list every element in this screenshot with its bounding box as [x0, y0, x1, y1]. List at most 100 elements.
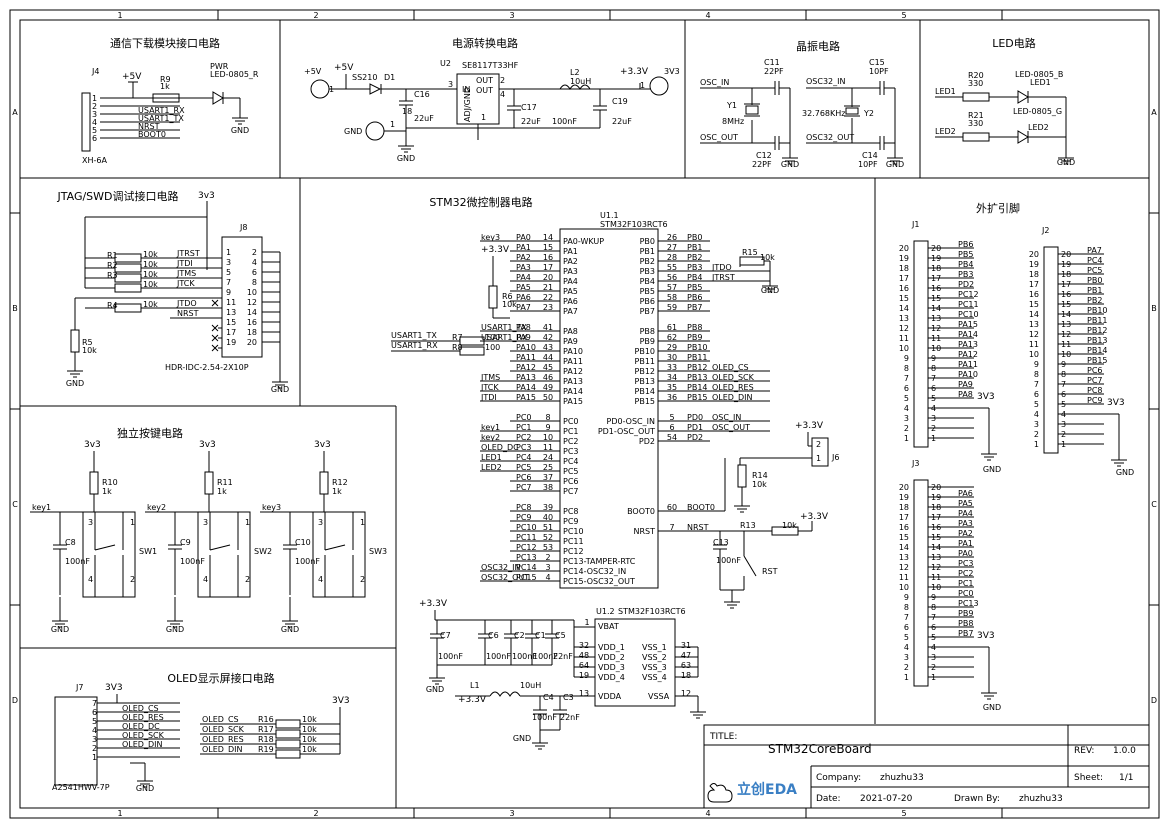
- mcu-pin-net: PD0: [687, 413, 703, 422]
- net-label: OLED_SCK: [712, 373, 755, 382]
- vcc-label: 3V3: [977, 392, 995, 402]
- pin-num: 18: [681, 671, 691, 680]
- mcu-pin-num: 6: [669, 423, 674, 432]
- header-net: PA13: [958, 340, 978, 349]
- date-value: 2021-07-20: [860, 794, 913, 804]
- j8-pin: 11: [226, 298, 236, 307]
- header-net: PB15: [1087, 356, 1108, 365]
- r-val: 100: [485, 333, 500, 342]
- net-label: JTDI: [480, 393, 497, 402]
- vcc-label: +3.3V: [795, 421, 824, 431]
- j8-pin: 18: [247, 328, 257, 337]
- r7: [459, 336, 485, 346]
- cap-ref: C3: [563, 693, 574, 702]
- header-net: PA9: [958, 380, 973, 389]
- header-net: PB8: [958, 619, 973, 628]
- header-pin: 15: [899, 294, 909, 303]
- switch-box: [82, 511, 136, 598]
- mcu-pin-name: PB9: [640, 337, 655, 346]
- header-pin: 5: [904, 394, 909, 403]
- mcu-pin-name: PB11: [635, 357, 656, 366]
- cap-ref: C17: [521, 103, 537, 112]
- outer-frame: [9, 9, 1160, 819]
- section-title-ext: 外扩引脚: [976, 201, 1020, 215]
- key-resistor: [319, 471, 329, 495]
- net-label: JTCK: [480, 383, 499, 392]
- header-pin: 4: [904, 643, 909, 652]
- net-label: USART1_RX: [138, 106, 185, 115]
- mcu-pin-num: 43: [543, 343, 553, 352]
- header-net: PC6: [1087, 366, 1103, 375]
- j8-pin: 2: [252, 248, 257, 257]
- header-pin: 5: [904, 633, 909, 642]
- grid-col-label: 1: [117, 11, 122, 20]
- header-pin: 8: [904, 603, 909, 612]
- mcu-pin-num: 20: [543, 273, 553, 282]
- header-pin: 10: [899, 583, 909, 592]
- header-pin: 18: [899, 503, 909, 512]
- r-ref: R4: [107, 301, 118, 310]
- r-val: 10k: [143, 280, 158, 289]
- mcu-pin-name: PB8: [640, 327, 655, 336]
- sw-ref: SW3: [369, 547, 387, 556]
- mcu-pin-num: 34: [667, 373, 677, 382]
- mcu-pin-net: PC9: [516, 513, 532, 522]
- j4-pin: 4: [92, 118, 97, 127]
- header-net: PC13: [958, 599, 979, 608]
- mcu-pin-net: PC8: [516, 503, 532, 512]
- mcu-pin-name: PA14: [563, 387, 583, 396]
- header-net: PA7: [1087, 246, 1102, 255]
- mcu-pin-net: PB7: [687, 303, 702, 312]
- r-val: 10k: [82, 346, 97, 355]
- led-ref: PWR: [210, 62, 229, 71]
- header-pin: 18: [899, 264, 909, 273]
- pin-num: 1: [130, 518, 135, 527]
- mcu-pin-name: PA3: [563, 267, 578, 276]
- j7-body: [54, 696, 98, 786]
- header-net: PB14: [1087, 346, 1108, 355]
- section-title-jtag: JTAG/SWD调试接口电路: [57, 190, 179, 203]
- mcu-pin-net: PB11: [687, 353, 708, 362]
- mcu-pin-name: PC3: [563, 447, 579, 456]
- grid-col-label: 2: [313, 809, 318, 818]
- mcu-pin-num: 44: [543, 353, 553, 362]
- gnd-label: GND: [66, 379, 84, 388]
- j8-body: [221, 236, 263, 358]
- mcu-pin-num: 35: [667, 383, 677, 392]
- net-label: OLED_RES: [202, 735, 244, 744]
- cap-ref: C9: [180, 538, 191, 547]
- r-val: 330: [968, 119, 983, 128]
- pin-num: 48: [579, 651, 589, 660]
- net-label: JTRST: [711, 273, 735, 282]
- grid-col-label: 3: [509, 11, 514, 20]
- header-pin: 16: [899, 523, 909, 532]
- r14: [737, 464, 747, 488]
- pin-num: 32: [579, 641, 589, 650]
- mcu-pin-num: 58: [667, 293, 677, 302]
- header-net: PB4: [958, 260, 973, 269]
- mcu-pin-name: PC13-TAMPER-RTC: [563, 557, 636, 566]
- mcu-pin-num: 3: [545, 563, 550, 572]
- grid-row-label: B: [12, 304, 18, 313]
- cap-ref: C12: [756, 151, 772, 160]
- j1-ref: J1: [911, 220, 919, 229]
- section-title-mcu: STM32微控制器电路: [429, 195, 532, 209]
- header-net: PB11: [1087, 316, 1108, 325]
- header-pin: 4: [904, 404, 909, 413]
- header-net: PB13: [1087, 336, 1108, 345]
- j8-pin: 9: [226, 288, 231, 297]
- grid-row-label: D: [12, 696, 18, 705]
- vcc-label: 3v3: [198, 191, 215, 201]
- mcu-pin-name: PA2: [563, 257, 578, 266]
- mcu-pin-name: PB3: [640, 267, 655, 276]
- net-label: OSC_IN: [700, 78, 729, 87]
- cap-val: 100nF: [512, 652, 537, 661]
- company-value: zhuzhu33: [880, 773, 924, 783]
- mcu-pin-num: 28: [667, 253, 677, 262]
- net-label: USART1_TX: [391, 331, 437, 340]
- cap-val: 10PF: [869, 67, 889, 76]
- r-ref: R12: [332, 478, 348, 487]
- mcu-pin-name: PB14: [635, 387, 656, 396]
- section-title-crystal: 晶振电路: [796, 39, 840, 53]
- mcu-pin-name: PC11: [563, 537, 584, 546]
